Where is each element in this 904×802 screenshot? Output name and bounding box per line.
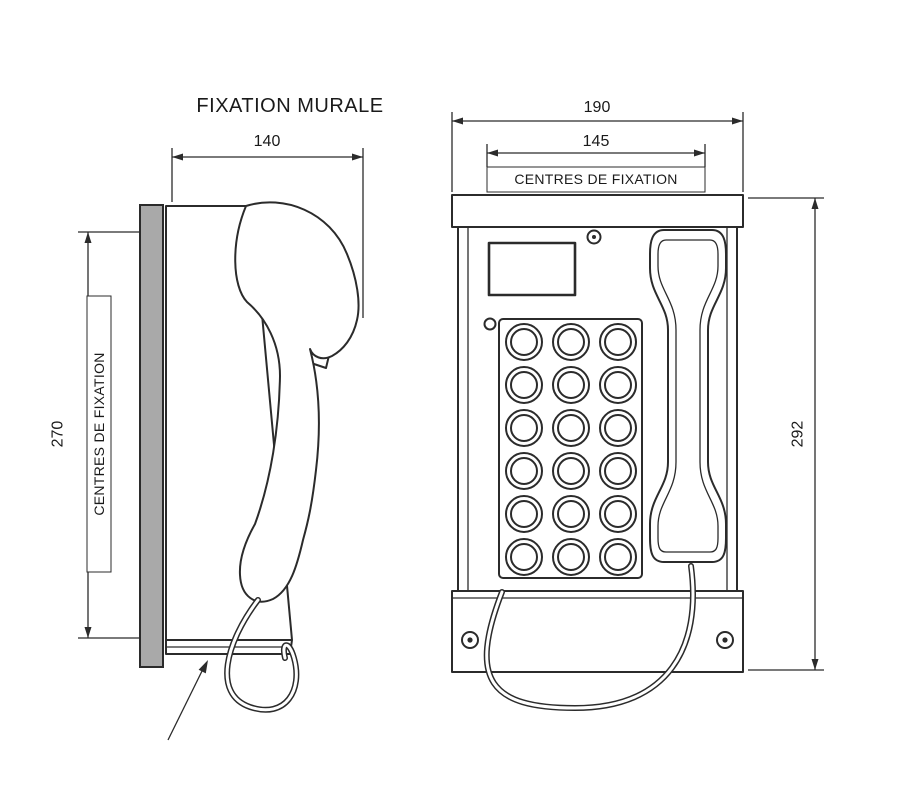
arrowhead-down [84, 627, 92, 638]
arrowhead-left [487, 149, 498, 157]
keypad-key [552, 495, 590, 533]
screw-top [586, 229, 602, 245]
keypad-key [599, 495, 637, 533]
dim-depth-140: 140 [171, 133, 364, 318]
cord-front [483, 563, 696, 712]
arrowhead [198, 660, 208, 674]
keypad-key [599, 409, 637, 447]
arrowhead-right [694, 149, 705, 157]
top-cap [451, 194, 744, 228]
arrowhead-left [172, 153, 183, 161]
screw-dot [467, 637, 473, 643]
wall-plate [139, 204, 164, 668]
keypad-key [599, 538, 637, 576]
keypad-key [552, 366, 590, 404]
dim-value: 190 [584, 99, 611, 116]
front-view: 190 145 CENTRES DE FIXATION 292 [451, 99, 824, 712]
handset-front [649, 229, 727, 563]
keypad-key [599, 366, 637, 404]
cord-hook [483, 317, 497, 331]
keypad [498, 318, 643, 579]
keypad-key [599, 323, 637, 361]
dim-overall-width-190: 190 [451, 99, 744, 192]
keypad-key [505, 409, 543, 447]
handset-side [234, 201, 360, 603]
screw-bottom-left [461, 631, 479, 649]
handset-inner-line [657, 239, 719, 553]
screw-dot [592, 235, 596, 239]
arrowhead-left [452, 117, 463, 125]
drawing-title: FIXATION MURALE [196, 95, 383, 117]
screw-dot [722, 637, 728, 643]
label-box [86, 295, 112, 573]
arrowhead-right [352, 153, 363, 161]
keypad-key [505, 323, 543, 361]
keypad-key [599, 452, 637, 490]
keypad-key [505, 366, 543, 404]
arrowhead-up [84, 232, 92, 243]
keypad-key [505, 452, 543, 490]
pointer-arrow [167, 660, 208, 741]
dim-overall-height-292: 292 [748, 197, 824, 671]
dim-fixing-width-145: 145 CENTRES DE FIXATION [486, 133, 706, 193]
dim-fixing-height-270: 270 CENTRES DE FIXATION [50, 231, 150, 639]
keypad-key [505, 495, 543, 533]
side-view: FIXATION MURALE 140 270 CENTRES DE FIXAT… [50, 95, 383, 741]
keypad-key [552, 323, 590, 361]
leader-line [167, 666, 205, 741]
arrowhead-right [732, 117, 743, 125]
arrowhead-up [811, 198, 819, 209]
keypad-key [552, 538, 590, 576]
arrowhead-down [811, 659, 819, 670]
screw-bottom-right [716, 631, 734, 649]
cord-core [225, 598, 298, 712]
handset-outline [649, 229, 727, 563]
label-box [486, 166, 706, 193]
keypad-key [552, 409, 590, 447]
fixing-centres-label: CENTRES DE FIXATION [91, 352, 107, 515]
display-window [487, 241, 577, 297]
fixing-centres-label: CENTRES DE FIXATION [514, 171, 677, 187]
keypad-plate [498, 318, 643, 579]
keypad-key [505, 538, 543, 576]
dim-value: 145 [583, 133, 610, 150]
dim-value: 140 [254, 133, 281, 150]
cord-side [224, 597, 300, 713]
dim-value: 270 [50, 421, 67, 448]
keypad-key [552, 452, 590, 490]
cord-core [485, 564, 695, 710]
dim-value: 292 [790, 421, 807, 448]
